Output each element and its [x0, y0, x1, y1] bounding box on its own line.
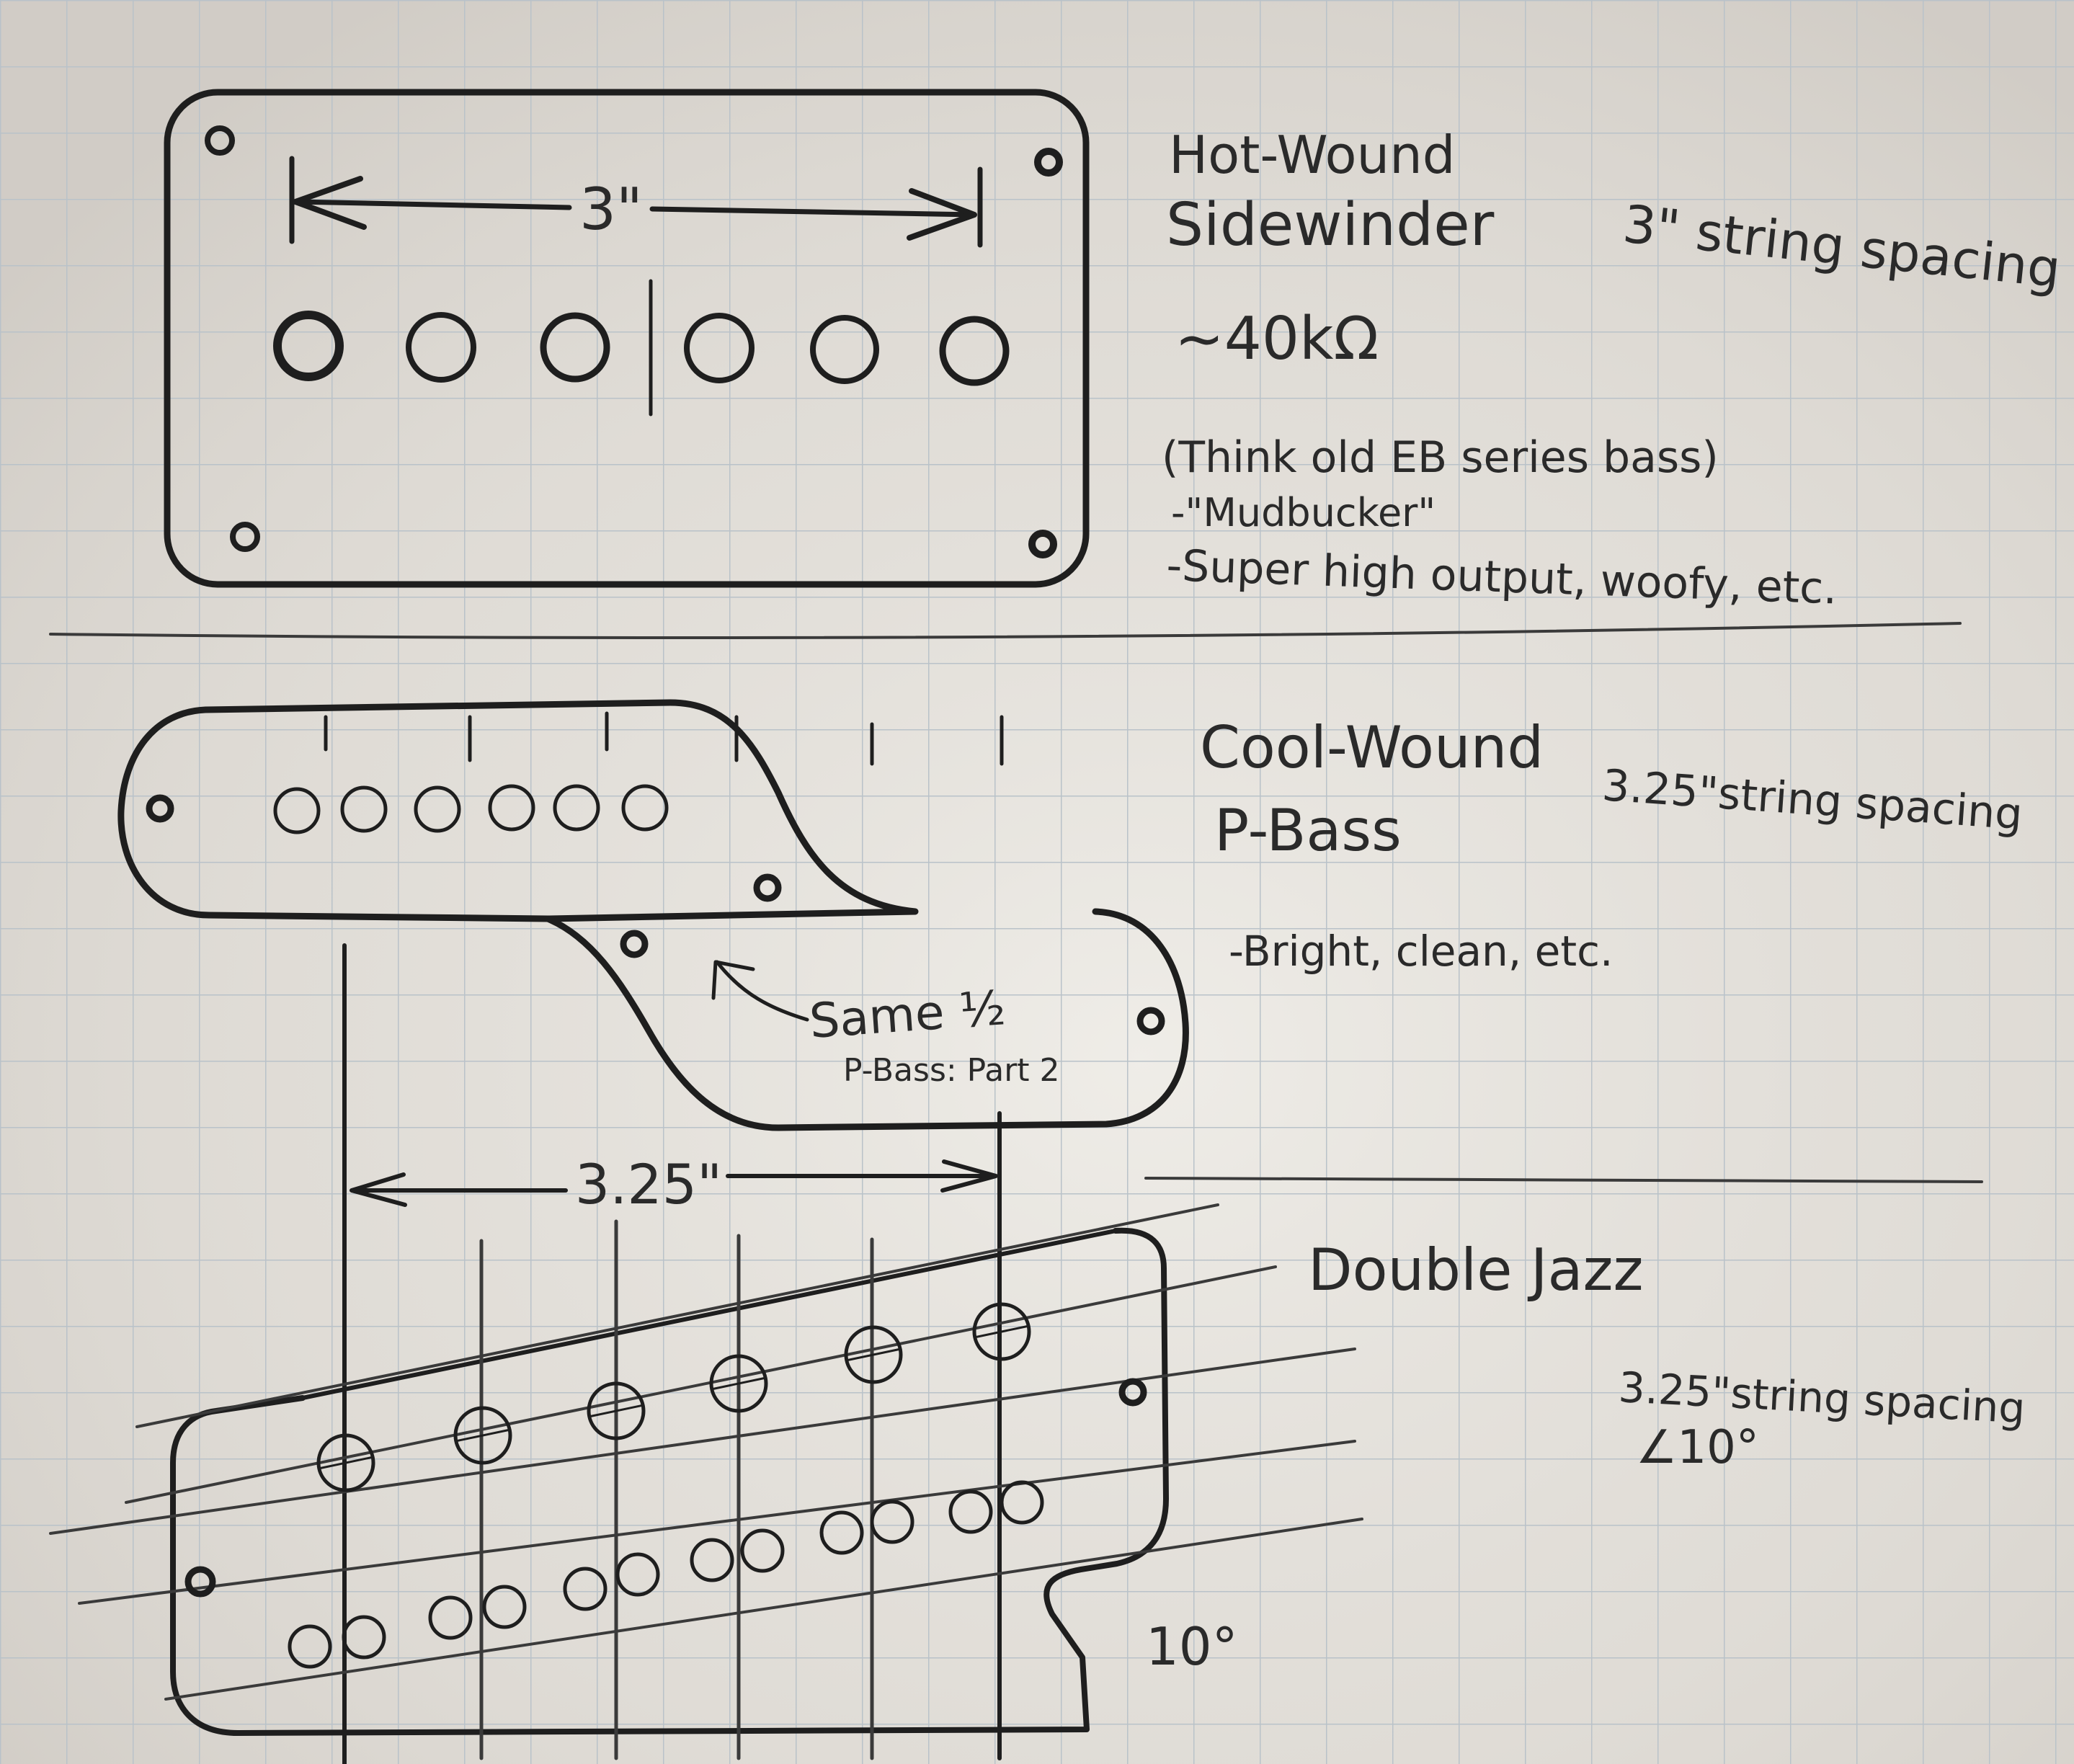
jazz-dimension-label: 3.25" — [575, 1152, 722, 1216]
pole-piece — [288, 1624, 332, 1669]
mounting-screw — [1136, 1007, 1165, 1035]
pole-piece — [740, 1528, 785, 1573]
pole-piece — [553, 784, 600, 832]
pbass-pickup: Same ½ P-Bass: Part 2 — [117, 699, 1189, 1131]
pole-piece — [690, 1538, 734, 1582]
pole-crosshair — [587, 1404, 645, 1418]
pole-piece — [948, 1489, 993, 1534]
jazz-cover-top-edge — [301, 1229, 1118, 1400]
pole-piece — [615, 1552, 660, 1597]
slant-line — [135, 1203, 1219, 1428]
pole-piece — [684, 313, 755, 383]
pole-piece — [587, 1381, 646, 1440]
pole-crosshair — [317, 1456, 375, 1470]
mounting-screw — [205, 125, 235, 156]
slant-line — [78, 1440, 1356, 1605]
divider-line-bottom — [1144, 1177, 1983, 1183]
mounting-screw — [1118, 1378, 1147, 1407]
pole-piece — [819, 1510, 864, 1555]
same-half-arrowhead — [711, 960, 755, 1000]
pole-piece — [482, 1585, 527, 1629]
jazz-angle-mark: 10° — [1146, 1616, 1238, 1677]
sidewinder-dimension-label: 3" — [579, 176, 643, 243]
pole-piece — [488, 784, 535, 832]
arrowhead-right — [940, 1159, 998, 1193]
mounting-screw — [230, 522, 260, 552]
pole-piece — [273, 311, 344, 381]
pbass-title-line1: Cool-Wound — [1200, 714, 1544, 781]
mounting-screw — [184, 1566, 216, 1598]
pole-piece — [563, 1567, 607, 1611]
sidewinder-note-1: (Think old EB series bass) — [1162, 432, 1719, 483]
pole-piece — [453, 1406, 512, 1465]
same-half-label: Same ½ — [808, 980, 1007, 1049]
sidewinder-title-line1: Hot-Wound — [1169, 125, 1455, 185]
slant-line — [164, 1518, 1363, 1701]
pole-piece — [1000, 1480, 1044, 1525]
sidewinder-note-2: -"Mudbucker" — [1171, 490, 1436, 535]
pole-piece — [621, 784, 669, 832]
pole-crosshair — [845, 1348, 902, 1362]
double-jazz-pickup: 3.25" — [49, 943, 1363, 1764]
pole-piece — [972, 1302, 1031, 1361]
jazz-title: Double Jazz — [1308, 1237, 1644, 1304]
mounting-screw — [1034, 148, 1063, 177]
pole-crosshair — [710, 1376, 767, 1391]
mounting-screw — [753, 873, 782, 902]
pole-piece — [844, 1325, 903, 1384]
sidewinder-title-line2: Sidewinder — [1166, 191, 1495, 259]
same-half-arrow — [715, 960, 809, 1022]
jazz-angle-label: ∠10° — [1636, 1421, 1759, 1474]
pole-piece — [340, 785, 388, 833]
pole-crosshair — [973, 1324, 1031, 1339]
arrowhead-left — [350, 1172, 407, 1207]
pole-piece — [939, 316, 1010, 386]
pole-piece — [540, 312, 610, 383]
pole-crosshair — [454, 1428, 512, 1443]
pole-piece — [316, 1433, 375, 1492]
pbass-part2-outline — [544, 908, 1189, 1131]
dimension-arrow-right — [649, 206, 977, 218]
pole-piece — [709, 1354, 768, 1413]
pbass-title-line2: P-Bass — [1214, 797, 1402, 864]
sidewinder-pickup: 3" — [164, 89, 1090, 588]
dimension-arrow-left — [294, 199, 572, 210]
arrowhead-right — [907, 188, 977, 241]
pole-piece — [406, 312, 476, 383]
sidewinder-cover-outline — [164, 89, 1090, 588]
pole-piece — [810, 315, 879, 384]
mounting-screw — [1028, 530, 1057, 558]
mounting-screw — [146, 794, 174, 823]
arrowhead-left — [293, 176, 367, 230]
pole-piece — [342, 1615, 386, 1660]
sidewinder-resistance: ~40kΩ — [1175, 305, 1379, 373]
mounting-screw — [620, 930, 649, 958]
jazz-cover-outline — [170, 1227, 1169, 1736]
pole-piece — [273, 787, 321, 834]
divider-line-top — [49, 622, 1962, 639]
pbass-part1-outline — [117, 699, 919, 922]
pole-piece — [428, 1595, 473, 1640]
pole-piece — [870, 1500, 914, 1544]
pbass-part2-label: P-Bass: Part 2 — [843, 1052, 1060, 1089]
pole-piece — [414, 785, 461, 833]
pbass-note-1: -Bright, clean, etc. — [1229, 927, 1613, 976]
